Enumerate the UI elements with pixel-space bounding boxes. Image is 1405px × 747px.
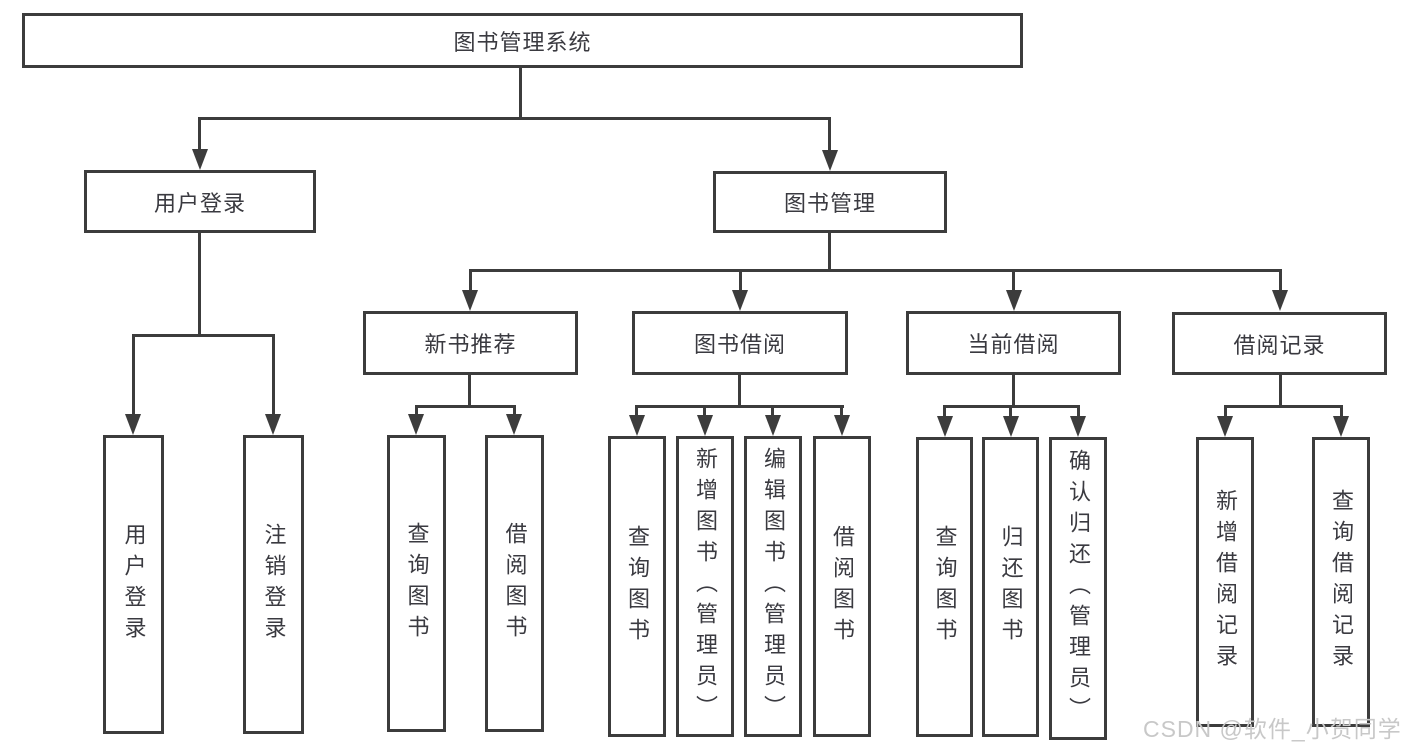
node-leaf-bw-query-label: 查询图书 [625,524,650,649]
node-leaf-rec-add-label: 新增借阅记录 [1213,489,1238,675]
connector-drop-cb-confirm [1077,405,1080,418]
node-current-borrow: 当前借阅 [906,311,1121,375]
node-leaf-cb-confirm-label: 确认归还（管理员） [1066,449,1091,728]
node-leaf-logout-label: 注销登录 [261,522,287,647]
connector-root-trunk [519,68,522,120]
node-leaf-cb-query: 查询图书 [916,437,973,737]
node-leaf-cb-confirm: 确认归还（管理员） [1049,437,1107,740]
node-leaf-rec-add: 新增借阅记录 [1196,437,1254,727]
connector-new-books-trunk [468,375,471,408]
node-user-login: 用户登录 [84,170,316,233]
arrowhead-icon [1333,416,1349,437]
connector-level2-bar [198,117,831,120]
arrowhead-icon [697,415,713,436]
arrowhead-icon [1006,290,1022,311]
node-leaf-bw-edit: 编辑图书（管理员） [744,436,802,737]
node-leaf-user-login: 用户登录 [103,435,164,734]
connector-drop-bw-edit [771,405,774,418]
arrowhead-icon [1003,416,1019,437]
node-leaf-cb-return-label: 归还图书 [998,525,1024,649]
node-leaf-nb-query-label: 查询图书 [404,521,430,646]
connector-drop-leaf-user-login [132,334,135,415]
node-leaf-cb-return: 归还图书 [982,437,1039,737]
node-leaf-user-login-label: 用户登录 [121,522,147,647]
connector-drop-book-borrow [739,269,742,292]
connector-book-borrow-trunk [738,375,741,408]
node-book-mgmt-label: 图书管理 [783,191,876,216]
node-current-borrow-label: 当前借阅 [967,332,1060,357]
node-user-login-label: 用户登录 [153,190,246,216]
node-leaf-bw-query: 查询图书 [608,436,666,737]
node-leaf-rec-query-label: 查询借阅记录 [1329,489,1354,675]
arrowhead-icon [506,414,522,435]
watermark: CSDN @软件_小贺同学 [1143,716,1402,742]
arrowhead-icon [462,290,478,311]
connector-book-mgmt-trunk [828,233,831,271]
node-leaf-nb-borrow: 借阅图书 [485,435,544,732]
node-leaf-rec-query: 查询借阅记录 [1312,437,1370,727]
connector-drop-bw-borrow [840,405,843,418]
connector-user-login-bar [132,334,275,337]
node-leaf-bw-edit-label: 编辑图书（管理员） [761,447,786,726]
connector-drop-leaf-logout [272,334,275,415]
arrowhead-icon [125,414,141,435]
connector-level3-bar [469,269,1282,272]
node-leaf-bw-borrow: 借阅图书 [813,436,871,737]
node-leaf-bw-add-label: 新增图书（管理员） [693,447,718,726]
node-leaf-cb-query-label: 查询图书 [932,525,958,649]
arrowhead-icon [765,415,781,436]
connector-current-borrow-trunk [1012,375,1015,408]
connector-borrow-records-trunk [1279,375,1282,408]
connector-user-login-trunk [198,233,201,337]
arrowhead-icon [265,414,281,435]
arrowhead-icon [1217,416,1233,437]
arrowhead-icon [408,414,424,435]
node-new-books: 新书推荐 [363,311,578,375]
node-book-mgmt: 图书管理 [713,171,947,233]
node-leaf-nb-query: 查询图书 [387,435,446,732]
connector-drop-user-login [198,117,201,151]
connector-new-books-bar [415,405,516,408]
connector-drop-bw-add [703,405,706,418]
node-borrow-records: 借阅记录 [1172,312,1387,375]
connector-drop-current-borrow [1012,269,1015,292]
node-borrow-records-label: 借阅记录 [1233,332,1326,358]
arrowhead-icon [1272,290,1288,311]
connector-drop-rec-query [1340,405,1343,418]
connector-drop-nb-borrow [513,405,516,418]
node-new-books-label: 新书推荐 [424,332,517,357]
arrowhead-icon [192,149,208,170]
node-book-borrow-label: 图书借阅 [693,332,786,357]
arrowhead-icon [822,150,838,171]
connector-drop-rec-add [1224,405,1227,418]
arrowhead-icon [1070,416,1086,437]
node-leaf-logout: 注销登录 [243,435,304,734]
connector-borrow-records-bar [1224,405,1343,408]
connector-drop-cb-return [1009,405,1012,418]
connector-drop-bw-query [635,405,638,418]
connector-drop-cb-query [943,405,946,418]
connector-drop-nb-query [415,405,418,418]
arrowhead-icon [732,290,748,311]
node-leaf-nb-borrow-label: 借阅图书 [502,521,528,646]
node-root: 图书管理系统 [22,13,1023,68]
connector-drop-new-books [469,269,472,292]
arrowhead-icon [629,415,645,436]
node-root-label: 图书管理系统 [453,29,592,55]
connector-book-borrow-bar [635,405,844,408]
arrowhead-icon [937,416,953,437]
node-book-borrow: 图书借阅 [632,311,848,375]
arrowhead-icon [834,415,850,436]
connector-drop-borrow-records [1279,269,1282,292]
node-leaf-bw-add: 新增图书（管理员） [676,436,734,737]
connector-drop-book-mgmt [828,117,831,151]
node-leaf-bw-borrow-label: 借阅图书 [830,524,855,649]
